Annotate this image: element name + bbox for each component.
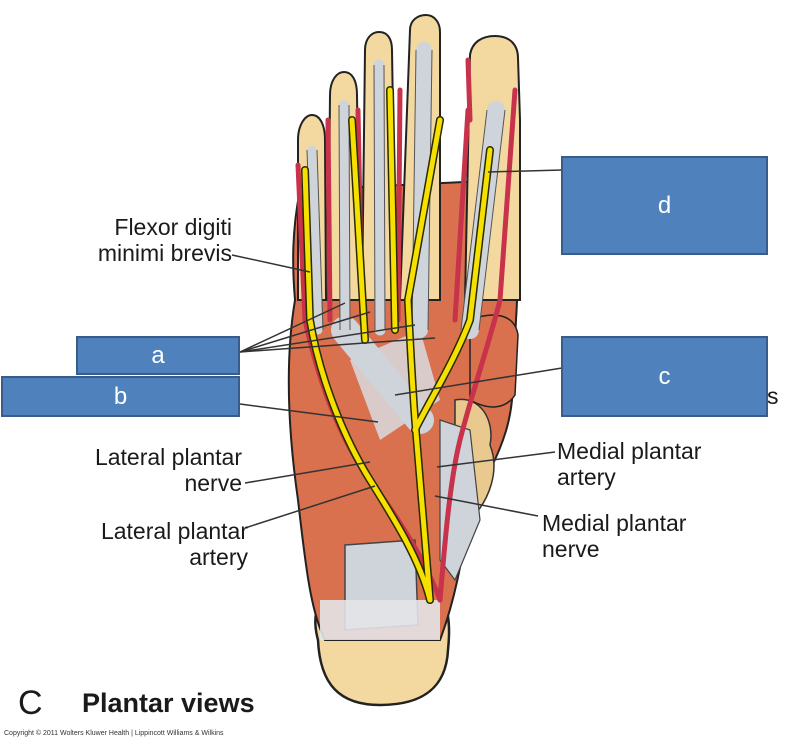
- answer-box-d[interactable]: d: [561, 156, 768, 255]
- leader-a4: [239, 337, 436, 353]
- label-line: Medial plantar: [542, 510, 687, 536]
- label-lateral-plantar-nerve: Lateral plantar nerve: [58, 444, 242, 496]
- label-medial-plantar-artery: Medial plantar artery: [557, 438, 701, 490]
- label-lateral-plantar-artery: Lateral plantar artery: [58, 518, 248, 570]
- panel-letter: C: [18, 684, 43, 722]
- answer-box-a[interactable]: a: [76, 336, 240, 375]
- leader-a3: [239, 324, 416, 353]
- label-line: Lateral plantar: [100, 518, 248, 544]
- abductor-hallucis: [469, 314, 519, 408]
- leader-lpn: [244, 461, 371, 484]
- leader-mpa: [436, 451, 556, 468]
- fascia-band: [320, 600, 440, 640]
- label-line: artery: [557, 464, 616, 490]
- label-line: Flexor digiti: [114, 214, 232, 240]
- label-line: nerve: [542, 536, 600, 562]
- leader-b: [239, 403, 379, 423]
- leader-c: [394, 367, 563, 396]
- figure-title: Plantar views: [82, 688, 255, 718]
- leader-mpn: [434, 495, 539, 517]
- label-line: minimi brevis: [97, 240, 232, 266]
- leader-a2: [239, 311, 371, 353]
- leader-flexor: [231, 254, 311, 273]
- label-medial-plantar-nerve: Medial plantar nerve: [542, 510, 686, 562]
- leader-a1: [239, 302, 346, 353]
- leader-lines: [231, 169, 563, 529]
- medial-plantar-artery: [437, 297, 503, 603]
- label-line: nerve: [184, 470, 242, 496]
- answer-box-b[interactable]: b: [1, 376, 240, 417]
- leader-d: [487, 169, 563, 173]
- label-fragment-s: s: [767, 383, 779, 409]
- leader-lpa: [244, 485, 376, 529]
- label-line: Lateral plantar: [94, 444, 242, 470]
- answer-box-c[interactable]: c: [561, 336, 768, 417]
- copyright-notice: Copyright © 2011 Wolters Kluwer Health |…: [4, 730, 224, 737]
- label-line: Medial plantar: [557, 438, 702, 464]
- label-line: artery: [189, 544, 248, 570]
- label-flexor-digiti-minimi-brevis: Flexor digiti minimi brevis: [66, 214, 232, 266]
